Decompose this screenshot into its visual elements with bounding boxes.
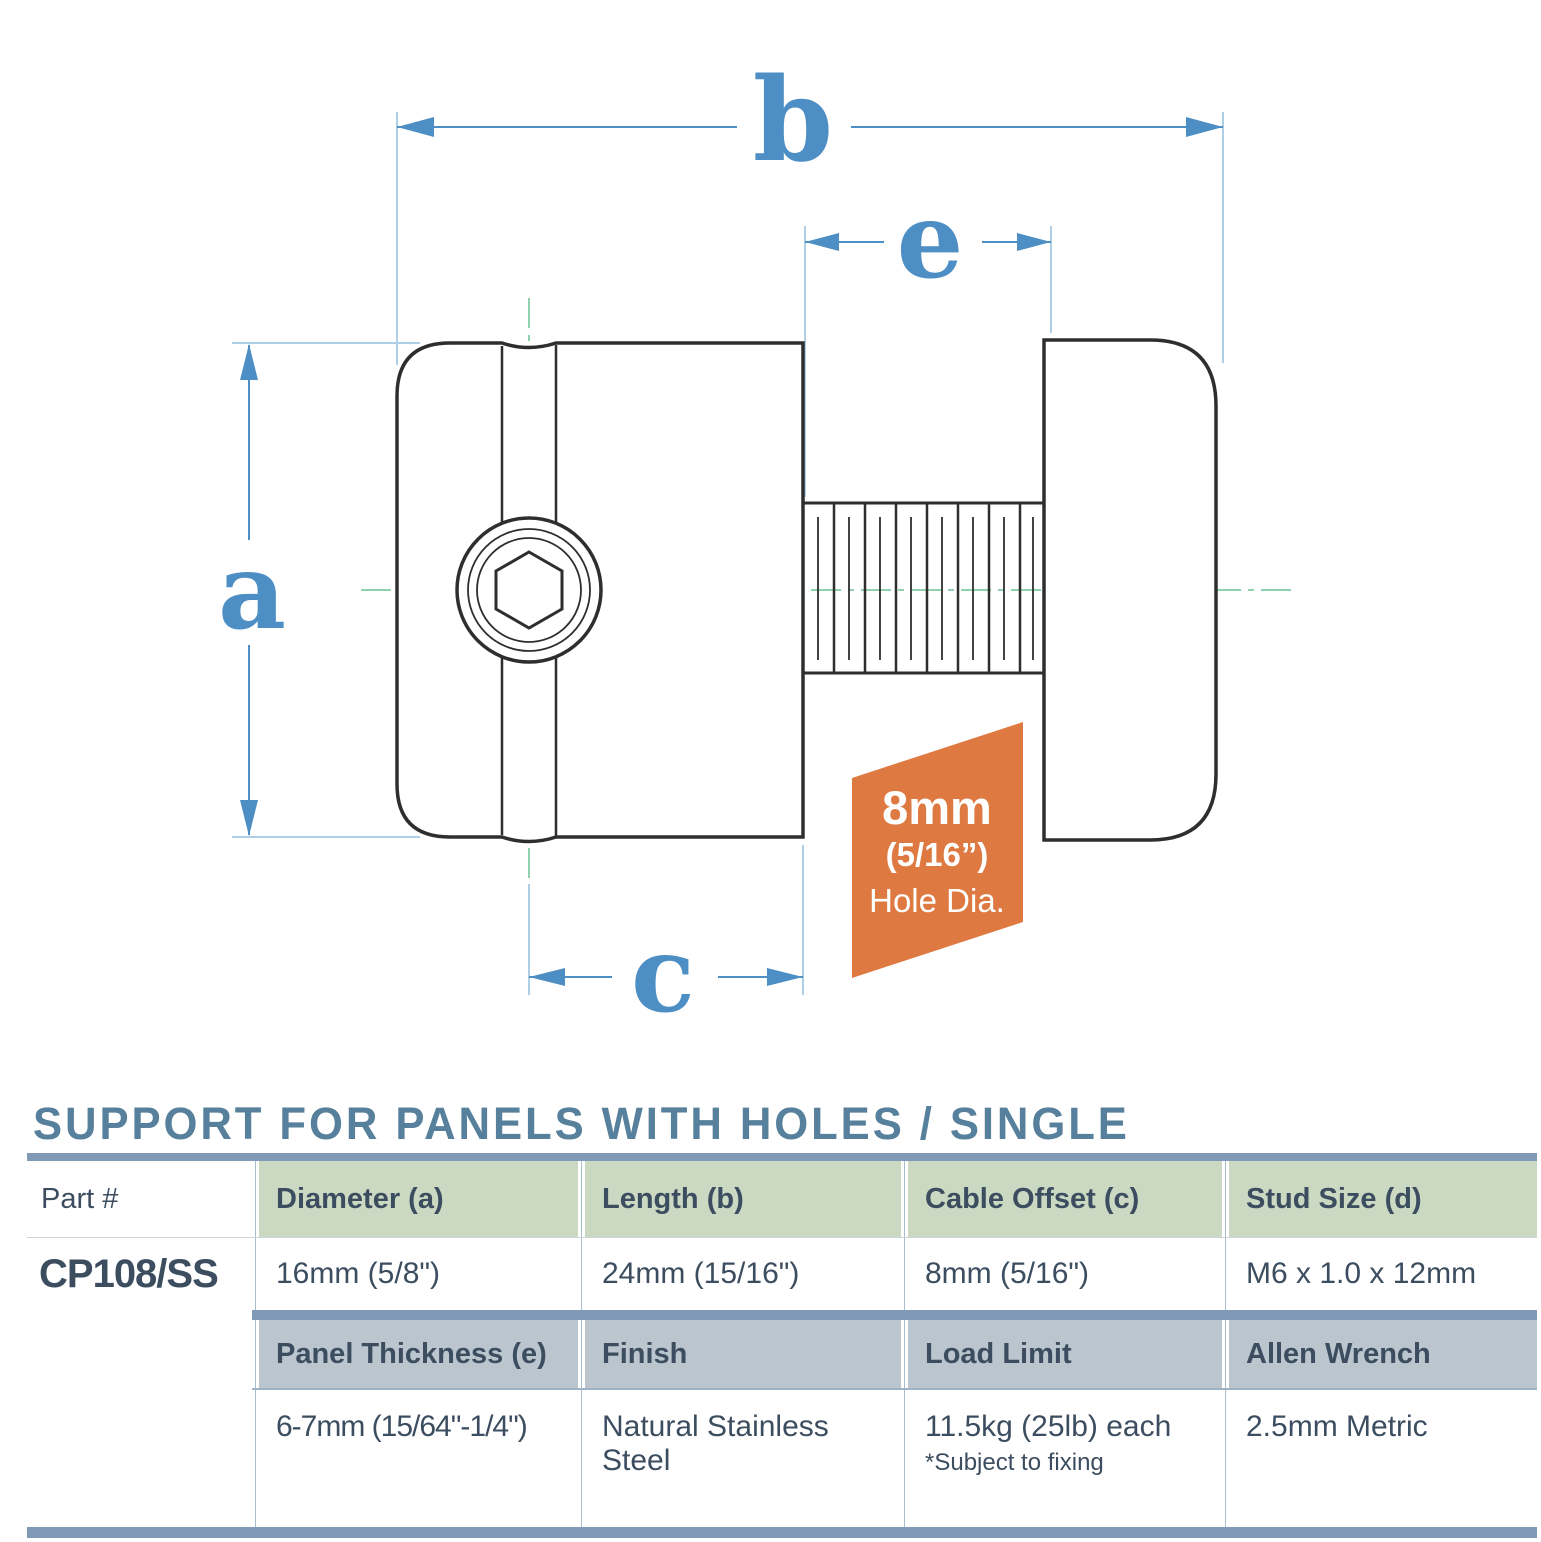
load-limit-value: 11.5kg (25lb) each [925, 1410, 1172, 1443]
table-bottom-bar [27, 1527, 1537, 1538]
badge-caption-text: Hole Dia. [869, 882, 1005, 919]
dim-label-c: c [631, 912, 695, 1036]
arrowhead-left-icon [805, 233, 839, 251]
col-header-finish: Finish [578, 1320, 901, 1388]
col-header-length: Length (b) [578, 1161, 901, 1237]
col-header-panel-thickness: Panel Thickness (e) [252, 1320, 578, 1388]
hex-socket-icon [494, 550, 564, 630]
dimension-a: a [218, 344, 286, 836]
arrowhead-left-icon [529, 968, 565, 986]
panel-thickness-value: 6-7mm (15/64"-1/4") [252, 1388, 578, 1527]
arrowhead-right-icon [1017, 233, 1051, 251]
col-header-load-limit: Load Limit [901, 1320, 1222, 1388]
arrowhead-left-icon [397, 117, 434, 137]
dimension-b: b [397, 53, 1223, 188]
table-mid-bar [252, 1310, 1537, 1320]
load-limit-note: *Subject to fixing [925, 1448, 1104, 1476]
dim-label-e: e [897, 178, 964, 302]
col-header-diameter: Diameter (a) [252, 1161, 578, 1237]
part-outline [395, 338, 1218, 844]
badge-shape [852, 722, 1023, 978]
col-header-allen-wrench: Allen Wrench [1222, 1320, 1537, 1388]
part-column-spacer [27, 1310, 252, 1527]
diameter-value: 16mm (5/8") [252, 1237, 578, 1310]
table-top-bar [27, 1153, 1537, 1161]
cable-offset-value: 8mm (5/16") [901, 1237, 1222, 1310]
part-number-value: CP108/SS [27, 1237, 252, 1310]
spec-table: Part # Diameter (a) Length (b) Cable Off… [27, 1153, 1537, 1538]
hole-diameter-badge: 8mm (5/16”) Hole Dia. [852, 722, 1023, 978]
cap-outline [1042, 338, 1218, 842]
length-value: 24mm (15/16") [578, 1237, 901, 1310]
finish-value: Natural Stainless Steel [578, 1388, 901, 1527]
dimension-c: c [529, 912, 803, 1036]
badge-size-text: 8mm [882, 781, 992, 834]
dim-label-a: a [218, 529, 286, 653]
technical-drawing: b e a c [218, 53, 1292, 1036]
extension-lines [232, 112, 1224, 995]
screw-mid-circle [467, 528, 591, 652]
arrowhead-down-icon [240, 800, 258, 836]
col-header-cable-offset: Cable Offset (c) [901, 1161, 1222, 1237]
load-limit-cell: 11.5kg (25lb) each *Subject to fixing [901, 1388, 1222, 1527]
dimension-e: e [805, 178, 1051, 302]
badge-size-inches-text: (5/16”) [886, 836, 989, 873]
dim-label-b: b [753, 53, 833, 188]
screw-inner-circle [476, 537, 582, 643]
arrowhead-right-icon [1186, 117, 1223, 137]
arrowhead-up-icon [240, 344, 258, 380]
part-number-header: Part # [41, 1182, 119, 1215]
stud-size-value: M6 x 1.0 x 12mm [1222, 1237, 1537, 1310]
arrowhead-right-icon [767, 968, 803, 986]
allen-wrench-value: 2.5mm Metric [1222, 1388, 1537, 1527]
col-header-stud-size: Stud Size (d) [1222, 1161, 1537, 1237]
page-title: SUPPORT FOR PANELS WITH HOLES / SINGLE [33, 1098, 1130, 1149]
threaded-stud [803, 501, 1044, 675]
